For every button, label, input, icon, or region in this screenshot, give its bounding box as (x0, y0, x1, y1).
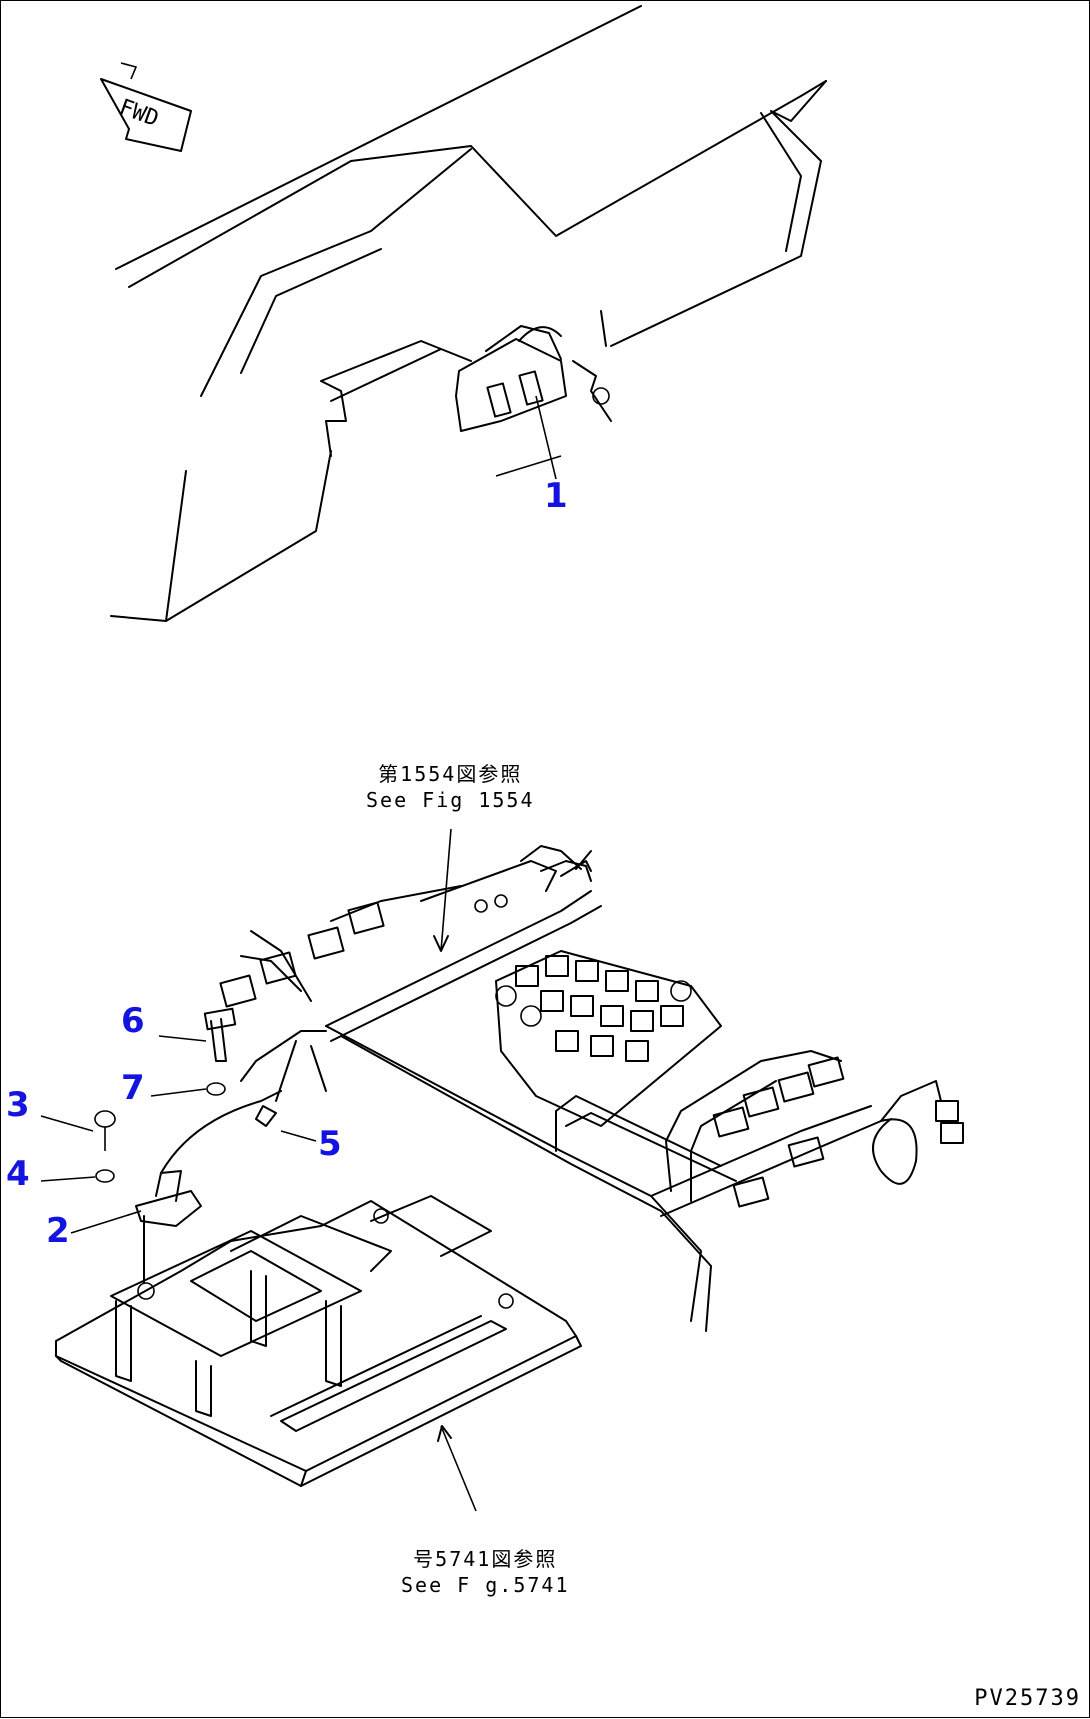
ref-bottom-en: See F g.5741 (401, 1573, 570, 1597)
callout-6: 6 (121, 1001, 145, 1041)
ref-leader-top (433, 828, 452, 952)
ref-bottom-jp: 号5741図参照 (413, 1547, 558, 1571)
ref-bottom: 号5741図参照 See F g.5741 (401, 1546, 570, 1598)
callout-2: 2 (46, 1211, 70, 1251)
callout-1: 1 (544, 476, 568, 516)
drawing-code: PV25739 (974, 1686, 1081, 1711)
seat-mount-plate (55, 1195, 582, 1512)
ref-top-en: See Fig 1554 (366, 788, 535, 812)
parts-group (40, 1007, 317, 1234)
wire-harness (219, 845, 964, 1332)
fwd-arrow-icon (100, 62, 192, 152)
callout-4: 4 (6, 1154, 30, 1194)
ref-top: 第1554図参照 See Fig 1554 (366, 761, 535, 813)
callout-5: 5 (318, 1124, 342, 1164)
callout-7: 7 (121, 1068, 145, 1108)
cab-panel (110, 5, 827, 622)
ref-top-jp: 第1554図参照 (378, 762, 523, 786)
callout-3: 3 (6, 1085, 30, 1125)
